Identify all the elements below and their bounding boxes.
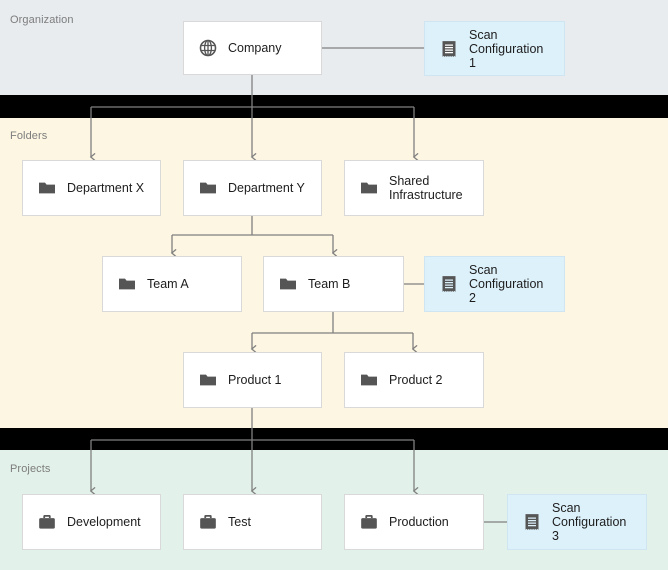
node-development-label: Development	[67, 515, 141, 529]
folder-icon	[200, 182, 216, 194]
folder-icon	[361, 374, 377, 386]
node-scan-configuration-3-label: Scan Configuration 3	[552, 501, 627, 543]
node-company-label: Company	[228, 41, 282, 55]
divider-folders-projects	[0, 428, 668, 450]
scan-config-icon	[442, 276, 456, 292]
globe-icon	[199, 39, 217, 57]
node-shared-infrastructure[interactable]: Shared Infrastructure	[344, 160, 484, 216]
node-department-y[interactable]: Department Y	[183, 160, 322, 216]
briefcase-icon	[39, 515, 55, 529]
folder-icon	[39, 182, 55, 194]
folder-icon	[280, 278, 296, 290]
node-department-y-label: Department Y	[228, 181, 305, 195]
node-team-b-label: Team B	[308, 277, 351, 291]
node-scan-configuration-2-label: Scan Configuration 2	[469, 263, 544, 305]
organization-band-label: Organization	[10, 14, 74, 26]
node-scan-configuration-1[interactable]: Scan Configuration 1	[424, 21, 565, 76]
folder-icon	[361, 182, 377, 194]
briefcase-icon	[200, 515, 216, 529]
node-scan-configuration-2[interactable]: Scan Configuration 2	[424, 256, 565, 312]
node-department-x[interactable]: Department X	[22, 160, 161, 216]
node-production-label: Production	[389, 515, 449, 529]
node-shared-infrastructure-label: Shared Infrastructure	[389, 174, 463, 202]
node-product-1[interactable]: Product 1	[183, 352, 322, 408]
node-development[interactable]: Development	[22, 494, 161, 550]
folder-icon	[119, 278, 135, 290]
scan-config-icon	[442, 40, 456, 57]
scan-config-icon	[525, 514, 539, 530]
node-team-a-label: Team A	[147, 277, 189, 291]
folders-band-label: Folders	[10, 130, 48, 142]
node-team-b[interactable]: Team B	[263, 256, 404, 312]
node-test[interactable]: Test	[183, 494, 322, 550]
node-product-2-label: Product 2	[389, 373, 443, 387]
briefcase-icon	[361, 515, 377, 529]
node-product-1-label: Product 1	[228, 373, 282, 387]
folder-icon	[200, 374, 216, 386]
node-scan-configuration-1-label: Scan Configuration 1	[469, 27, 544, 70]
node-production[interactable]: Production	[344, 494, 484, 550]
node-company[interactable]: Company	[183, 21, 322, 75]
node-department-x-label: Department X	[67, 181, 145, 195]
node-product-2[interactable]: Product 2	[344, 352, 484, 408]
projects-band-label: Projects	[10, 463, 51, 475]
node-scan-configuration-3[interactable]: Scan Configuration 3	[507, 494, 647, 550]
node-team-a[interactable]: Team A	[102, 256, 242, 312]
node-test-label: Test	[228, 515, 251, 529]
